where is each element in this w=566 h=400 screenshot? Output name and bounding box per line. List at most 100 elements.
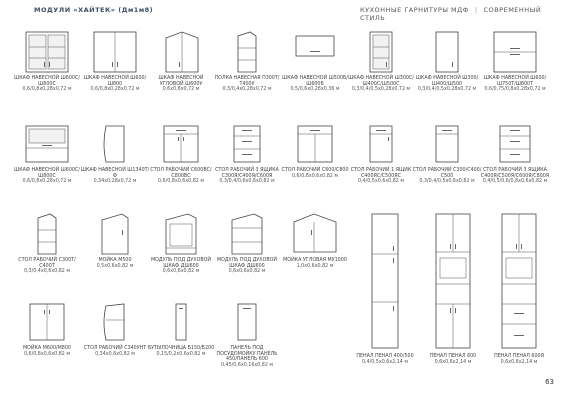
item-wall-2door: ШКАФ НАВЕСНОЙ Ш600/Ш800 0,6/0,8х0,28х0,7… [80,30,150,93]
item-size: 0,3/0,4х0,28х0,72 м [222,87,272,93]
item-size: 0,6х0,6х0,82 м [162,269,200,275]
item-size: 0,3/0,4/0,5х0,28х0,72 м [417,87,477,93]
base-3drawer-wide-drawing [499,125,531,163]
item-label: ПЕНАЛ ПЕНАЛ 600Я [494,354,544,359]
item-wall-wide: ШКАФ НАВЕСНОЙ Ш600/Ш750Т/Ш800Т 0,6/0,75/… [480,30,550,93]
item-label: МОДУЛЬ ПОД ДУХОВОЙ ШКАФ ДШ600 [150,258,212,269]
oven-module-drawing [231,213,263,255]
wall-cabinet-drawing [93,31,137,73]
item-wall-end: ШКАФ НАВЕСНОЙ Ш1340Т/Ф 0,34х0,28х0,72 м [80,122,150,185]
item-sink-600: МОЙКА М600/М800 0,6/0,8х0,6х0,82 м [12,300,82,357]
item-label: СТОЛ РАБОЧИЙ С300Т/С400Т [18,258,76,269]
item-base-2door: СТОЛ РАБОЧИЙ С600ВС/С800ВС 0,6/0,8х0,6х0… [146,122,216,185]
item-label: ШКАФ НАВЕСНОЙ Ш600/Ш750Т/Ш800Т [483,76,547,87]
item-label: БУТЫЛОЧНИЦА Б150/Б200 [147,346,215,351]
wall-end-drawing [103,125,125,163]
item-size: 0,6/0,8х0,28х0,72 м [90,87,140,93]
item-base-narrow: СТОЛ РАБОЧИЙ С300/С400/С500 0,3/0,4/0,5х… [412,122,482,185]
item-size: 0,4/0,5х0,6х0,82 м [357,179,404,185]
item-base-3drawer: СТОЛ РАБОЧИЙ 3 ЯЩИКА С400Я/С500Я/С600Я/С… [480,122,550,185]
base-3drawer-drawing [233,125,261,163]
item-wall-1door: ШКАФ НАВЕСНОЙ Ш300/Ш400/Ш500 0,3/0,4/0,5… [412,30,482,93]
sink-drawing [101,213,129,255]
item-label: СТОЛ РАБОЧИЙ 3 ЯЩИКА С400Я/С500Я/С600Я/С… [480,168,550,179]
item-dishwasher-panel: ПАНЕЛЬ ПОД ПОСУДОМОЙКУ ПАНЕЛЬ 450/ПАНЕЛЬ… [212,300,282,368]
dishwasher-panel-drawing [237,303,257,341]
wall-short-cabinet-drawing [295,35,335,57]
item-label: ШКАФ НАВЕСНОЙ Ш600С/Ш800С [14,76,80,87]
item-bottle-rack: БУТЫЛОЧНИЦА Б150/Б200 0,15/0,2х0,6х0,82 … [146,300,216,357]
item-size: 0,6/0,8х0,28х0,72 м [22,87,72,93]
item-label: ШКАФ НАВЕСНОЙ Ш600/Ш800 [83,76,147,87]
item-size: 0,45/0,6х0,16х0,82 м [220,362,274,368]
item-label: ШКАФ НАВЕСНОЙ Ш600С/Ш800С [14,168,80,179]
item-base-end: СТОЛ РАБОЧИЙ С340УНТ 0,34х0,6х0,82 м [80,300,150,357]
item-label: СТОЛ РАБОЧИЙ С600ВС/С800ВС [150,168,212,179]
item-label: ШКАФ НАВЕСНОЙ Ш300/Ш400/Ш500 [415,76,479,87]
catalog-header-right: КУХОННЫЕ ГАРНИТУРЫ МДФ|СОВРЕМЕННЫЙ СТИЛЬ [360,6,566,22]
item-label: ПЕНАЛ ПЕНАЛ 600 [429,354,477,359]
item-label: ШКАФ НАВЕСНОЙ УГЛОВОЙ Ш600У [158,76,204,87]
item-size: 0,5х0,6х0,82 м [96,263,134,269]
item-base-door: СТОЛ РАБОЧИЙ С600/С800 0,6/0,8х0,6х0,82 … [280,122,350,179]
item-label: МОЙКА М500 [98,258,132,263]
item-size: 0,6/0,8х0,6х0,82 м [291,173,338,179]
item-size: 0,34х0,28х0,72 м [93,179,137,185]
item-base-open-end: СТОЛ РАБОЧИЙ С300Т/С400Т 0,3/0,4х0,6х0,8… [12,212,82,275]
item-label: СТОЛ РАБОЧИЙ 3 ЯЩИКА С300Я/С400Я/С600Я [215,168,279,179]
corner-sink-drawing [293,213,337,253]
item-size: 0,6х0,6х2,14 м [434,359,472,365]
base-narrow-drawing [435,125,459,163]
sink-2door-drawing [29,303,65,341]
tall-unit-drawing [371,213,399,349]
item-label: ПАНЕЛЬ ПОД ПОСУДОМОЙКУ ПАНЕЛЬ 450/ПАНЕЛЬ… [216,346,278,363]
item-size: 0,6/0,75/0,8х0,28х0,72 м [484,87,546,93]
item-size: 0,6/0,8х0,28х0,72 м [22,179,72,185]
header-separator: | [474,6,478,14]
item-size: 0,34х0,6х0,82 м [95,351,135,357]
item-size: 0,3/0,4/0,5х0,28х0,72 м [351,87,411,93]
item-label: ШКАФ НАВЕСНОЙ Ш1340Т/Ф [80,168,150,179]
base-end-drawing [103,303,125,341]
base-door-drawing [297,125,333,163]
base-2door-drawing [163,125,199,163]
item-size: 0,6х0,6х0,72 м [162,87,200,93]
wall-glass-narrow-drawing [369,31,393,73]
wall-corner-cabinet-drawing [165,31,199,73]
item-size: 0,3/0,4х0,6х0,82 м [23,269,70,275]
item-label: МОДУЛЬ ПОД ДУХОВОЙ ШКАФ ДШ600 [216,258,278,269]
oven-module-drawing [165,213,197,255]
item-wall-shelf: ПОЛКА НАВЕСНАЯ П300Т/Т400У 0,3/0,4х0,28х… [212,30,282,93]
tall-unit-drawer-drawing [501,213,537,349]
header-style: СОВРЕМЕННЫЙ СТИЛЬ [360,6,542,22]
item-size: 0,6х0,6х2,14 м [500,359,538,365]
item-label: СТОЛ РАБОЧИЙ 1 ЯЩИК С400ЯС/С500ЯС [350,168,412,179]
item-size: 0,3/0,4/0,6х0,6х0,82 м [219,179,275,185]
item-label: СТОЛ РАБОЧИЙ С340УНТ [83,346,147,351]
item-label: МОЙКА УГЛОВАЯ МУ1000 [283,258,347,263]
item-label: МОЙКА М600/М800 [23,346,71,351]
item-wall-short: ШКАФ НАВЕСНОЙ Ш500Б/Ш600Б 0,5/0,6х0,28х0… [280,30,350,93]
item-size: 0,3/0,4/0,5х0,6х0,82 м [419,179,475,185]
item-wall-glass-2door: ШКАФ НАВЕСНОЙ Ш600С/Ш800С 0,6/0,8х0,28х0… [12,30,82,93]
item-wall-glass-1door: ШКАФ НАВЕСНОЙ Ш300С/Ш400С/Ш500С 0,3/0,4/… [346,30,416,93]
item-size: 0,6х0,6х0,82 м [228,269,266,275]
item-label: ПОЛКА НАВЕСНАЯ П300Т/Т400У [214,76,280,87]
item-wall-corner: ШКАФ НАВЕСНОЙ УГЛОВОЙ Ш600У 0,6х0,6х0,72… [146,30,216,93]
item-size: 0,4/0,5/0,6/0,8х0,6х0,82 м [482,179,548,185]
item-tall-600-drawers: ПЕНАЛ ПЕНАЛ 600Я 0,6х0,6х2,14 м [484,212,554,365]
item-size: 0,15/0,2х0,6х0,82 м [156,351,206,357]
tall-unit-drawing [435,213,471,349]
item-size: 0,6/0,8х0,6х0,82 м [157,179,204,185]
item-base-1drawer: СТОЛ РАБОЧИЙ 1 ЯЩИК С400ЯС/С500ЯС 0,4/0,… [346,122,416,185]
bottle-rack-drawing [175,303,187,341]
item-tall-400: ПЕНАЛ ПЕНАЛ 400/500 0,4/0,5х0,6х2,14 м [350,212,420,365]
item-size: 0,6/0,8х0,6х0,82 м [23,351,70,357]
base-1drawer-drawing [369,125,393,163]
catalog-section-title: МОДУЛИ «ХАЙТЕК» (Дм1м8) [34,6,154,14]
item-label: СТОЛ РАБОЧИЙ С300/С400/С500 [412,168,482,179]
item-label: ШКАФ НАВЕСНОЙ Ш300С/Ш400С/Ш500С [348,76,414,87]
item-label: ШКАФ НАВЕСНОЙ Ш500Б/Ш600Б [282,76,348,87]
item-oven-module-a: МОДУЛЬ ПОД ДУХОВОЙ ШКАФ ДШ600 0,6х0,6х0,… [146,212,216,275]
item-oven-module-b: МОДУЛЬ ПОД ДУХОВОЙ ШКАФ ДШ600 0,6х0,6х0,… [212,212,282,275]
